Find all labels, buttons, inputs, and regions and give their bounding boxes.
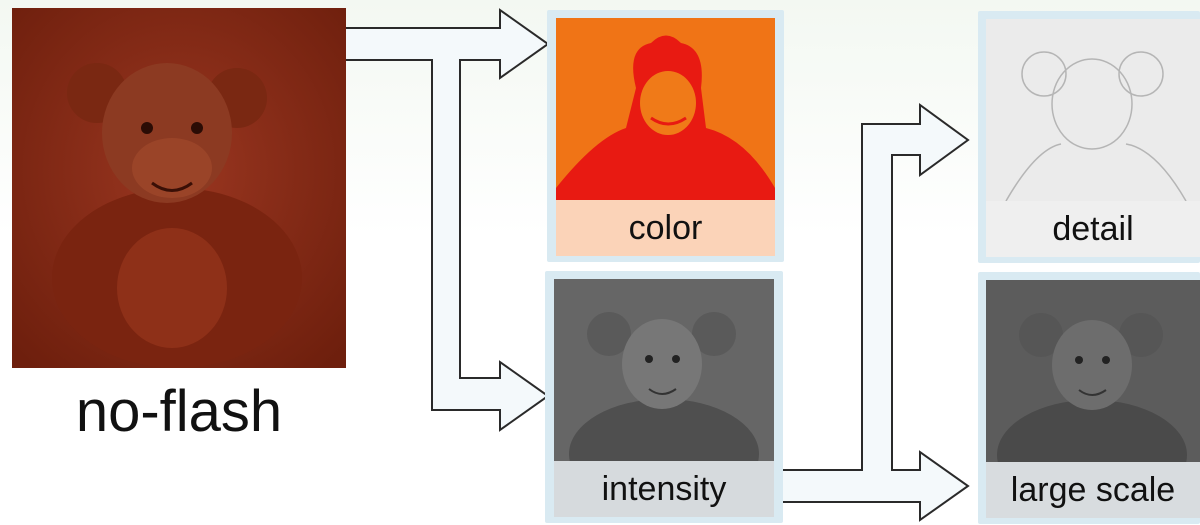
no-flash-node	[12, 8, 346, 368]
arrow-intensity-to-detail-and-large-scale	[779, 103, 970, 522]
large-scale-layer-photo	[986, 280, 1200, 462]
no-flash-label: no-flash	[75, 379, 283, 444]
intensity-layer-photo	[554, 279, 774, 461]
arrow-noflash-to-color	[344, 8, 550, 432]
detail-node: detail	[986, 19, 1200, 257]
no-flash-photo	[12, 8, 346, 368]
color-node: color	[556, 18, 775, 256]
intensity-node: intensity	[554, 279, 774, 517]
large-scale-label: large scale	[986, 462, 1200, 518]
large-scale-node: large scale	[986, 280, 1200, 518]
intensity-label: intensity	[554, 461, 774, 517]
detail-layer-photo	[986, 19, 1200, 201]
color-layer-photo	[556, 18, 775, 200]
color-label: color	[556, 200, 775, 256]
detail-label: detail	[986, 201, 1200, 257]
